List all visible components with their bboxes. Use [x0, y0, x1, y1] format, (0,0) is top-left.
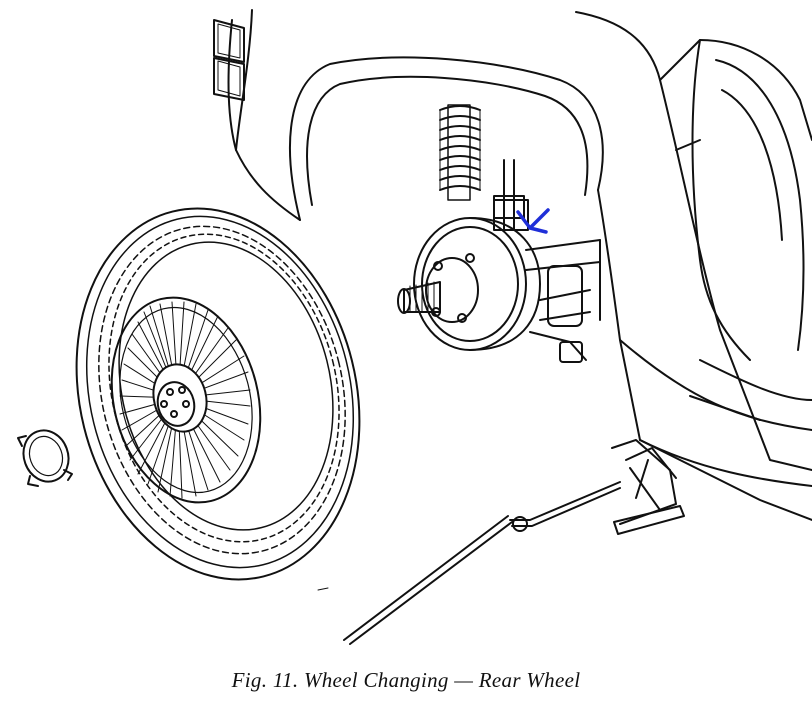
jack-handle	[343, 481, 621, 645]
axle-and-links	[493, 195, 601, 363]
brake-drum-hub	[397, 217, 541, 351]
figure-caption: Fig. 11. Wheel Changing — Rear Wheel	[231, 668, 581, 692]
stray-mark	[317, 587, 329, 591]
hub-cap-spinner	[17, 429, 73, 487]
wire-wheel-with-tyre	[75, 207, 361, 581]
suspension-spring	[439, 104, 481, 201]
tail-light	[213, 19, 245, 101]
wheel-spokes	[119, 301, 251, 499]
car-body	[213, 9, 812, 521]
car-jack	[611, 439, 685, 535]
annotation-mark	[516, 208, 550, 234]
